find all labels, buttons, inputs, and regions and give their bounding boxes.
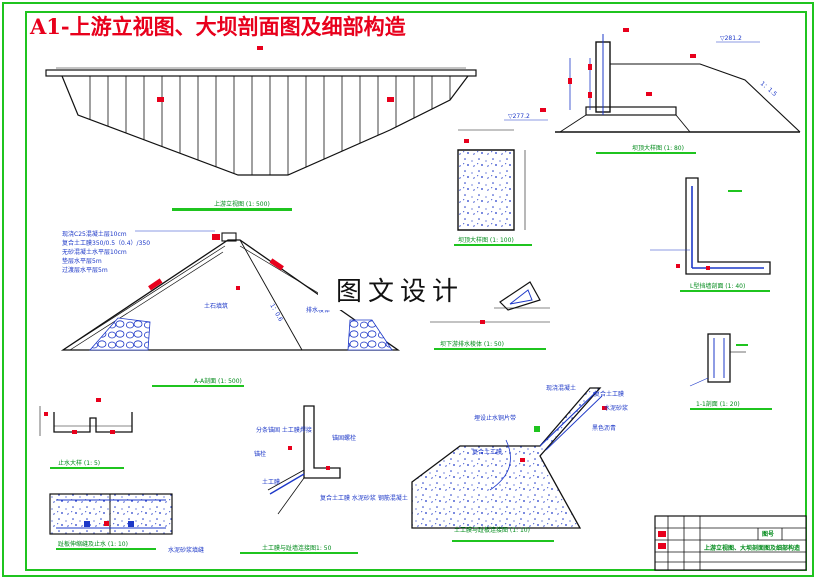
legend-line: 复合土工膜350/0.5（0.4）/350 — [62, 239, 150, 247]
title-block-label: 图号 — [762, 530, 774, 538]
anchor-label-c: 锚固螺栓 — [332, 434, 356, 442]
watermark: 图文设计 — [336, 277, 464, 307]
dam-core-label: 土石填筑 — [204, 302, 228, 310]
title-block: 图号 上游立视图、大坝剖面图及细部构造 — [654, 515, 807, 571]
legend-line: 现浇C25混凝土层10cm — [62, 230, 127, 238]
toe-label-e: 复合土工膜 — [472, 448, 502, 456]
caption-joint-detail: 趾板伸缩缝及止水 (1: 10) — [58, 540, 128, 548]
crest-section: 坝顶大样图 (1: 100) — [454, 129, 532, 246]
toe-label-c: 水泥砂浆 — [604, 404, 628, 412]
legend-line: 无砂混凝土水平层10cm — [62, 248, 127, 256]
caption-slab-detail: 1-1剖面 (1: 20) — [696, 400, 740, 408]
caption-crest-detail: 坝顶大样图 (1: 80) — [632, 144, 684, 152]
upstream-elevation: 上游立视图 (1: 500) — [45, 46, 477, 211]
geomembrane-anchor: 分条锚固 土工膜焊接 锚栓 锚固螺栓 土工膜 复合土工膜 水泥砂浆 钢筋混凝土 … — [240, 405, 408, 554]
downstream-toe: 坝下游排水棱体 (1: 50) — [430, 281, 550, 350]
anchor-label-a: 分条锚固 土工膜焊接 — [256, 426, 312, 434]
sheet-border-inner — [25, 11, 807, 571]
elevation-top-label: ▽281.2 — [720, 35, 742, 42]
l-wall-section: L型挡墙剖面 (1: 40) — [650, 177, 771, 292]
caption-upstream-elevation: 上游立视图 (1: 500) — [214, 200, 270, 208]
caption-toe-slab: 土工膜与趾板连接图 (1: 10) — [454, 526, 530, 534]
anchor-label-e: 复合土工膜 水泥砂浆 钢筋混凝土 — [320, 494, 408, 502]
joint-note-label: 水泥砂浆填缝 — [168, 546, 204, 554]
toe-label-b: 复合土工膜 — [594, 390, 624, 398]
caption-crest-section: 坝顶大样图 (1: 100) — [458, 236, 514, 244]
toe-label-d: 埋设止水铜片带 — [474, 414, 516, 422]
drawing-title: A1-上游立视图、大坝剖面图及细部构造 — [29, 14, 407, 39]
elevation-bottom-label: ▽277.2 — [508, 113, 530, 120]
caption-l-wall: L型挡墙剖面 (1: 40) — [690, 282, 745, 290]
caption-geomembrane-anchor: 土工膜与趾墙连接图1: 50 — [262, 544, 332, 552]
waterstop: 止水大样 (1: 5) — [39, 398, 133, 469]
joint-detail: 水泥砂浆填缝 趾板伸缩缝及止水 (1: 10) — [49, 493, 204, 554]
toe-label-f: 黑色沥青 — [592, 424, 616, 432]
slope-ratio-2-label: 1：0.6 — [268, 303, 284, 323]
slab-detail: 1-1剖面 (1: 20) — [689, 333, 772, 410]
anchor-label-b: 锚栓 — [254, 450, 266, 458]
caption-downstream-toe: 坝下游排水棱体 (1: 50) — [440, 340, 504, 348]
legend-line: 垫层水平层5m — [62, 257, 102, 265]
caption-dam-section: A-A剖面 (1: 500) — [194, 377, 242, 385]
crest-detail: ▽281.2 ▽277.2 1：1.5 坝顶大样图 (1: 80) — [504, 28, 801, 154]
watermark-box — [318, 266, 488, 310]
legend-line: 过渡层水平层5m — [62, 266, 108, 274]
toe-label-a: 现浇混凝土 — [546, 384, 576, 392]
title-block-drawing-name: 上游立视图、大坝剖面图及细部构造 — [704, 544, 800, 552]
dam-section: 土石填筑 1：0.6 排水棱体 现浇C25混凝土层10cm 复合土工膜350/0… — [60, 230, 401, 387]
toe-slab-connection: 现浇混凝土 复合土工膜 水泥砂浆 埋设止水铜片带 复合土工膜 黑色沥青 土工膜与… — [411, 384, 628, 542]
material-legend: 现浇C25混凝土层10cm 复合土工膜350/0.5（0.4）/350 无砂混凝… — [62, 230, 150, 274]
caption-waterstop: 止水大样 (1: 5) — [58, 459, 100, 467]
anchor-label-d: 土工膜 — [262, 478, 280, 486]
